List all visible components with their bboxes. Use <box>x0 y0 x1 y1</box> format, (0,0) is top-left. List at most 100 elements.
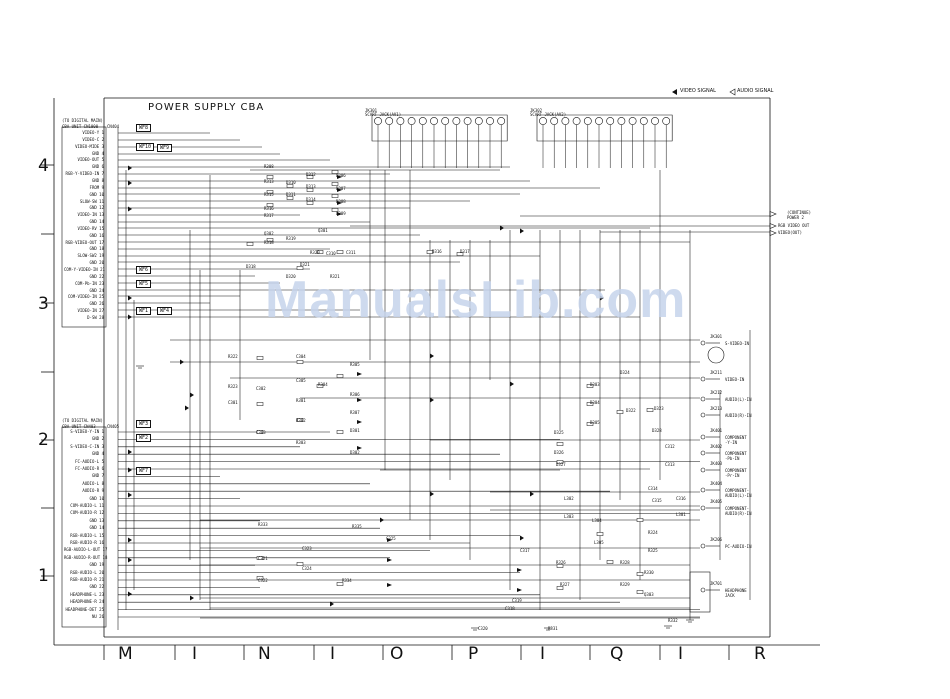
right-jack-ref: JK405 <box>710 499 723 504</box>
part-label: D324 <box>620 370 630 375</box>
top-connector-header: (TO DIGITAL MAIN) CBA UNIT CN1000 <box>62 118 103 129</box>
part-label: D305 <box>590 420 600 425</box>
scart-jack-1-ref: JK301 <box>365 108 378 113</box>
waveform-tag: WF7 <box>136 467 152 475</box>
scart-jack-2-pin <box>662 117 671 125</box>
part-label: R317 <box>264 213 274 218</box>
bottom-connector-pin-label: RGB-AUDIO-R 16 <box>70 540 104 545</box>
part-label: D306 <box>336 173 346 178</box>
part-label: D310 <box>286 180 296 185</box>
top-connector-pin-label: VIDEO-C 2 <box>82 136 104 142</box>
jack-symbol <box>700 340 706 346</box>
part-label: R330 <box>644 570 654 575</box>
component <box>331 170 339 174</box>
top-connector-pin-label: VIDEO-IN 13 <box>77 212 105 218</box>
output-arrow <box>769 230 777 236</box>
component <box>636 590 644 594</box>
scart-jack-1-pin <box>441 117 450 125</box>
top-connector-pin-label: GND 10 <box>89 191 104 197</box>
signal-arrow <box>520 535 524 541</box>
jack-symbol <box>700 505 706 511</box>
right-jack-label: AUDIO(R)-IN <box>725 413 752 418</box>
part-label: D304 <box>590 400 600 405</box>
signal-arrow <box>128 165 132 171</box>
part-label: R320 <box>310 250 320 255</box>
part-label: D318 <box>246 264 256 269</box>
top-connector-pin-label: VIDEO-OUT 5 <box>77 157 105 163</box>
column-label: I <box>192 644 198 664</box>
part-label: R328 <box>620 560 630 565</box>
right-jack-ref: JK701 <box>710 581 723 586</box>
right-jack-label: AUDIO(L)-IN <box>725 397 752 402</box>
part-label: Q302 <box>264 231 274 236</box>
part-label: R332 <box>668 618 678 623</box>
component <box>646 408 654 412</box>
component <box>296 360 304 364</box>
top-connector-pin-label: GND 16 <box>89 232 104 238</box>
bottom-connector-pin-label: GND 19 <box>89 562 104 568</box>
video-signal-legend: VIDEO SIGNAL <box>680 88 716 94</box>
signal-arrow <box>128 591 132 597</box>
component <box>331 194 339 198</box>
signal-arrow <box>128 206 132 212</box>
scart-jack-1-pin <box>396 117 405 125</box>
jack-symbol <box>700 487 706 493</box>
part-label: R326 <box>556 560 566 565</box>
audio-signal-legend: AUDIO SIGNAL <box>737 88 774 94</box>
column-label: N <box>258 644 271 664</box>
page-title: POWER SUPPLY CBA <box>148 102 265 113</box>
part-label: Q303 <box>644 592 654 597</box>
component <box>266 190 274 194</box>
jack-symbol <box>700 467 706 473</box>
component <box>256 430 264 434</box>
right-jack-label: HEADPHONE JACK <box>725 588 747 598</box>
top-connector-pin-label: COM-Y-VIDEO-IN 21 <box>64 267 105 272</box>
top-connector-pin-label: GND 26 <box>89 301 104 307</box>
component <box>606 560 614 564</box>
waveform-tag: WF1 <box>136 307 152 315</box>
scart-jack-1-pin <box>407 117 416 125</box>
part-label: D309 <box>336 211 346 216</box>
signal-arrow <box>128 180 132 186</box>
top-connector-pin-label: GND 12 <box>89 205 104 211</box>
component <box>306 201 314 205</box>
part-label: R315 <box>264 192 274 197</box>
waveform-tag: WF3 <box>136 420 152 428</box>
component <box>336 374 344 378</box>
component <box>556 442 564 446</box>
right-jack-label: PC-AUDIO-IN <box>725 544 752 549</box>
component <box>306 188 314 192</box>
part-label: C314 <box>648 486 658 491</box>
column-label: I <box>540 644 546 664</box>
top-connector-pin-label: SLOW-SW2 19 <box>77 253 105 259</box>
component <box>296 418 304 422</box>
scart-jack-2-pin <box>595 117 603 125</box>
component <box>316 384 324 388</box>
diode <box>387 558 392 562</box>
bottom-connector-pin-label: S-VIDEO-C-IN 3 <box>70 443 104 449</box>
component <box>316 250 324 254</box>
part-label: R325 <box>648 548 658 553</box>
row-label: 1 <box>38 566 49 586</box>
diode <box>387 583 392 587</box>
signal-arrow <box>430 491 434 497</box>
top-connector-pin-label: COM-Pb-IN 23 <box>75 280 104 286</box>
component <box>306 175 314 179</box>
part-label: C325 <box>386 536 396 541</box>
part-label: C304 <box>296 354 306 359</box>
part-label: C318 <box>505 606 515 611</box>
right-jack-ref: JK404 <box>710 481 723 486</box>
waveform-tag: WF2 <box>136 434 152 442</box>
bottom-connector-pin-label: HEADPHONE-DET 25 <box>65 606 104 612</box>
bottom-connector-pin-label: GND 7 <box>91 473 104 479</box>
top-connector-pin-label: FROM 9 <box>89 184 104 190</box>
signal-arrow <box>430 353 434 359</box>
top-connector-pin-label: GND 22 <box>89 273 104 279</box>
part-label: R327 <box>560 582 570 587</box>
part-label: L304 <box>592 518 602 523</box>
bottom-connector-pin-label: GND 22 <box>89 584 104 590</box>
top-connector-pin-label: GND 6 <box>91 164 104 170</box>
part-label: L305 <box>594 540 604 545</box>
waveform-tag: WF8 <box>136 124 152 132</box>
right-jack-label: COMPONENT -Pr-IN <box>725 468 747 478</box>
